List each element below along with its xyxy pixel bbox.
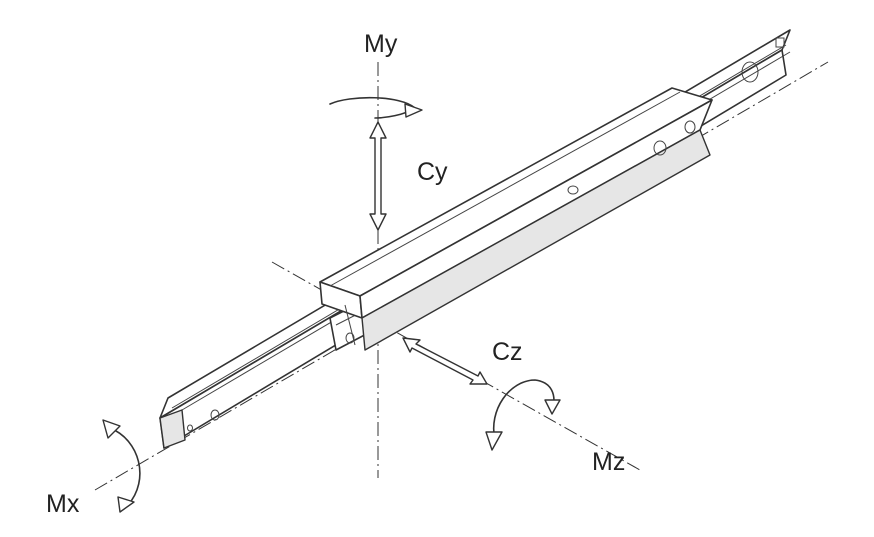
cz-arrow <box>402 337 488 385</box>
label-my: My <box>364 30 398 58</box>
label-cy: Cy <box>417 158 448 186</box>
mz-arrowhead-a <box>544 399 561 415</box>
cy-arrow <box>369 121 387 231</box>
mx-rotation-arrow <box>109 427 141 506</box>
mz-rotation-arrow <box>492 379 555 441</box>
carriage <box>319 87 713 351</box>
label-mx: Mx <box>46 490 80 518</box>
my-arrowhead <box>404 103 423 118</box>
mx-arrowhead-a <box>102 419 121 439</box>
mz-arrowhead-b <box>485 431 503 451</box>
my-rotation-arrow <box>329 96 416 119</box>
mx-arrowhead-b <box>117 496 135 513</box>
label-mz: Mz <box>592 448 626 476</box>
label-cz: Cz <box>492 338 523 366</box>
longitudinal-axis <box>94 61 829 491</box>
